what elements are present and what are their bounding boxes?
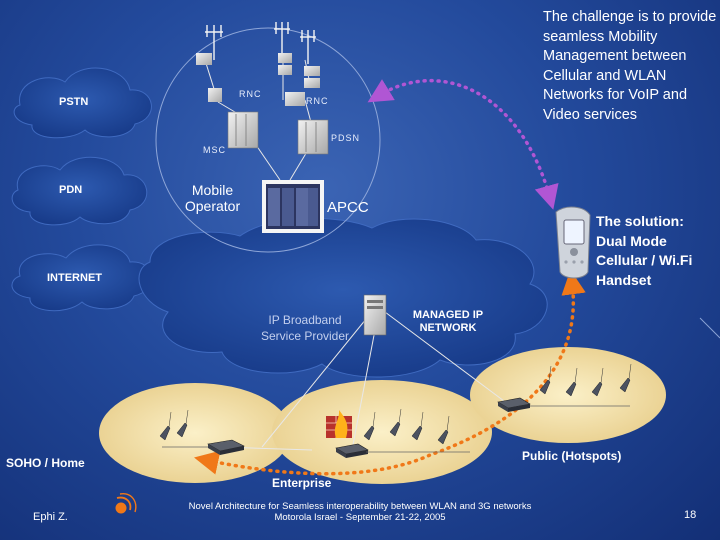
cloud-internet	[11, 244, 152, 312]
footer-line-1: Novel Architecture for Seamless interope…	[188, 501, 532, 512]
page-number: 18	[684, 509, 697, 521]
mobile-operator-label: Mobile Operator	[184, 182, 241, 214]
cellular-link	[367, 79, 559, 210]
solution-text: The solution: Dual Mode Cellular / Wi.Fi…	[596, 213, 693, 288]
server-rack-icon	[227, 111, 329, 155]
footer-author: Ephi Z.	[33, 511, 68, 523]
msc-label: MSC	[203, 145, 226, 155]
challenge-text: The challenge is to provide seamless Mob…	[543, 9, 717, 123]
pdsn-label: PDSN	[331, 133, 361, 143]
cloud-pdn	[11, 156, 148, 226]
ip-broadband-label: IP Broadband Service Provider	[260, 313, 350, 343]
footer-line-2: Motorola Israel - September 21-22, 2005	[274, 512, 446, 523]
cloud-ip-network	[138, 217, 548, 378]
soho-label: SOHO / Home	[6, 456, 85, 470]
decor-line	[699, 317, 720, 339]
hotspot-lan-links	[162, 405, 630, 453]
apcc-label: APCC	[327, 199, 369, 216]
firewall-icon	[326, 410, 352, 438]
rnc-right-label: RNC	[306, 96, 329, 106]
server-icon	[363, 294, 387, 336]
apcc-equipment-icon	[262, 180, 324, 233]
public-hotspots-label: Public (Hotspots)	[522, 449, 622, 463]
network-equipment-icon	[196, 53, 320, 106]
router-icon	[207, 397, 531, 458]
managed-ip-label: MANAGED IP NETWORK	[412, 309, 484, 334]
wlan-link	[194, 269, 586, 476]
internet-label: INTERNET	[47, 272, 102, 284]
cell-tower-icon	[205, 22, 316, 64]
rnc-left-label: RNC	[239, 89, 262, 99]
cloud-pstn	[13, 67, 152, 139]
public-hotspot-area	[470, 347, 666, 443]
motorola-logo-icon	[115, 493, 137, 514]
enterprise-label: Enterprise	[272, 476, 332, 490]
handset-icon	[555, 206, 591, 279]
footer-center: Novel Architecture for Seamless interope…	[150, 501, 570, 523]
wifi-access-point-icon	[159, 363, 632, 445]
pstn-label: PSTN	[59, 96, 89, 108]
soho-hotspot-area	[99, 383, 291, 483]
pdn-label: PDN	[59, 184, 83, 196]
